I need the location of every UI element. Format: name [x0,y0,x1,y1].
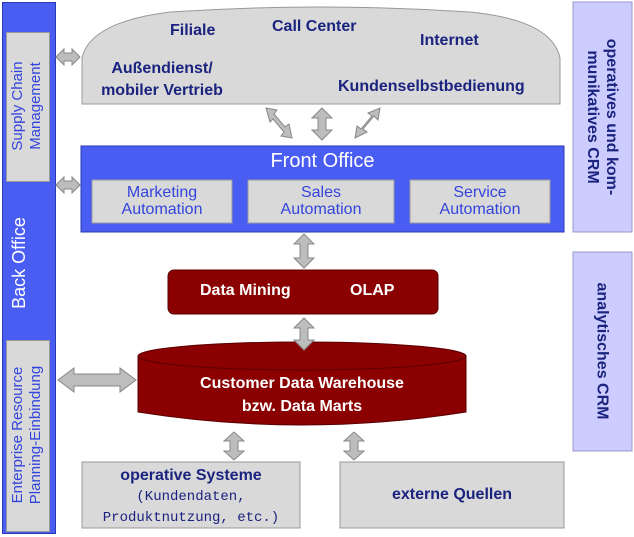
analytics-warehouse-arrow [292,317,316,351]
warehouse-line2: bzw. Data Marts [241,398,363,415]
channel-filiale: Filiale [170,22,216,39]
data-mining-label: Data Mining [200,282,291,299]
channel-kundenselbstbedienung: Kundenselbstbedienung [338,78,525,95]
marketing-box [91,179,233,224]
olap-label: OLAP [350,282,395,299]
channel-front-arrow-right [354,107,381,139]
warehouse-external-arrow [342,431,366,461]
sales-line2: Automation [280,200,362,218]
analytical-crm-label: analytisches CRM [588,252,616,451]
external-sources-box [339,461,565,529]
channel-front-arrow-center [310,107,334,141]
aussendienst-line1: Außendienst/ [111,60,213,77]
sales-box [247,179,395,224]
warehouse-cylinder [137,355,467,426]
erp-warehouse-arrow [57,367,137,393]
analytical-crm-bar [572,251,633,452]
front-analytics-arrow [292,233,316,269]
operative-title: operative Systeme [120,467,262,484]
warehouse-line1: Customer Data Warehouse [200,375,404,392]
service-line1: Service [453,183,507,201]
service-line2: Automation [439,200,521,218]
operative-crm-label: operatives und kom- munikatives CRM [582,2,622,232]
analytical-crm-text: analytisches CRM [593,282,611,420]
front-office-title: Front Office [270,150,375,172]
operative-crm-line2: munikatives CRM [584,50,601,184]
scm-channels-arrow [55,47,81,67]
aussendienst-line2: mobiler Vertrieb [101,82,223,99]
channels-cloud [81,6,561,105]
sales-automation-label: Sales Automation [248,180,394,223]
service-automation-label: Service Automation [410,180,550,223]
operative-crm-bar [572,1,633,233]
channel-call-center: Call Center [272,18,357,35]
warehouse-label: Customer Data Warehouse bzw. Data Marts [138,372,466,418]
scm-box [6,32,50,182]
operative-crm-line1: operatives und kom- [603,38,620,196]
external-sources-label: externe Quellen [391,485,513,503]
operative-systems-box [81,461,301,529]
sales-line1: Sales [300,183,342,201]
operative-line3: Produktnutzung, etc.) [102,510,280,526]
marketing-line1: Marketing [126,183,198,201]
scm-frontoffice-arrow [55,175,81,195]
marketing-automation-label: Marketing Automation [92,180,232,223]
service-box [409,179,551,224]
operative-line2: (Kundendaten, [136,489,246,505]
channel-aussendienst: Außendienst/ mobiler Vertrieb [86,58,238,102]
analytics-box [167,269,439,315]
channel-front-arrow-left [265,107,293,139]
operative-systems-label: operative Systeme (Kundendaten, Produktn… [82,466,300,528]
warehouse-operative-arrow [222,431,246,461]
marketing-line2: Automation [121,200,203,218]
erp-box [6,340,50,532]
channel-internet: Internet [420,32,479,49]
